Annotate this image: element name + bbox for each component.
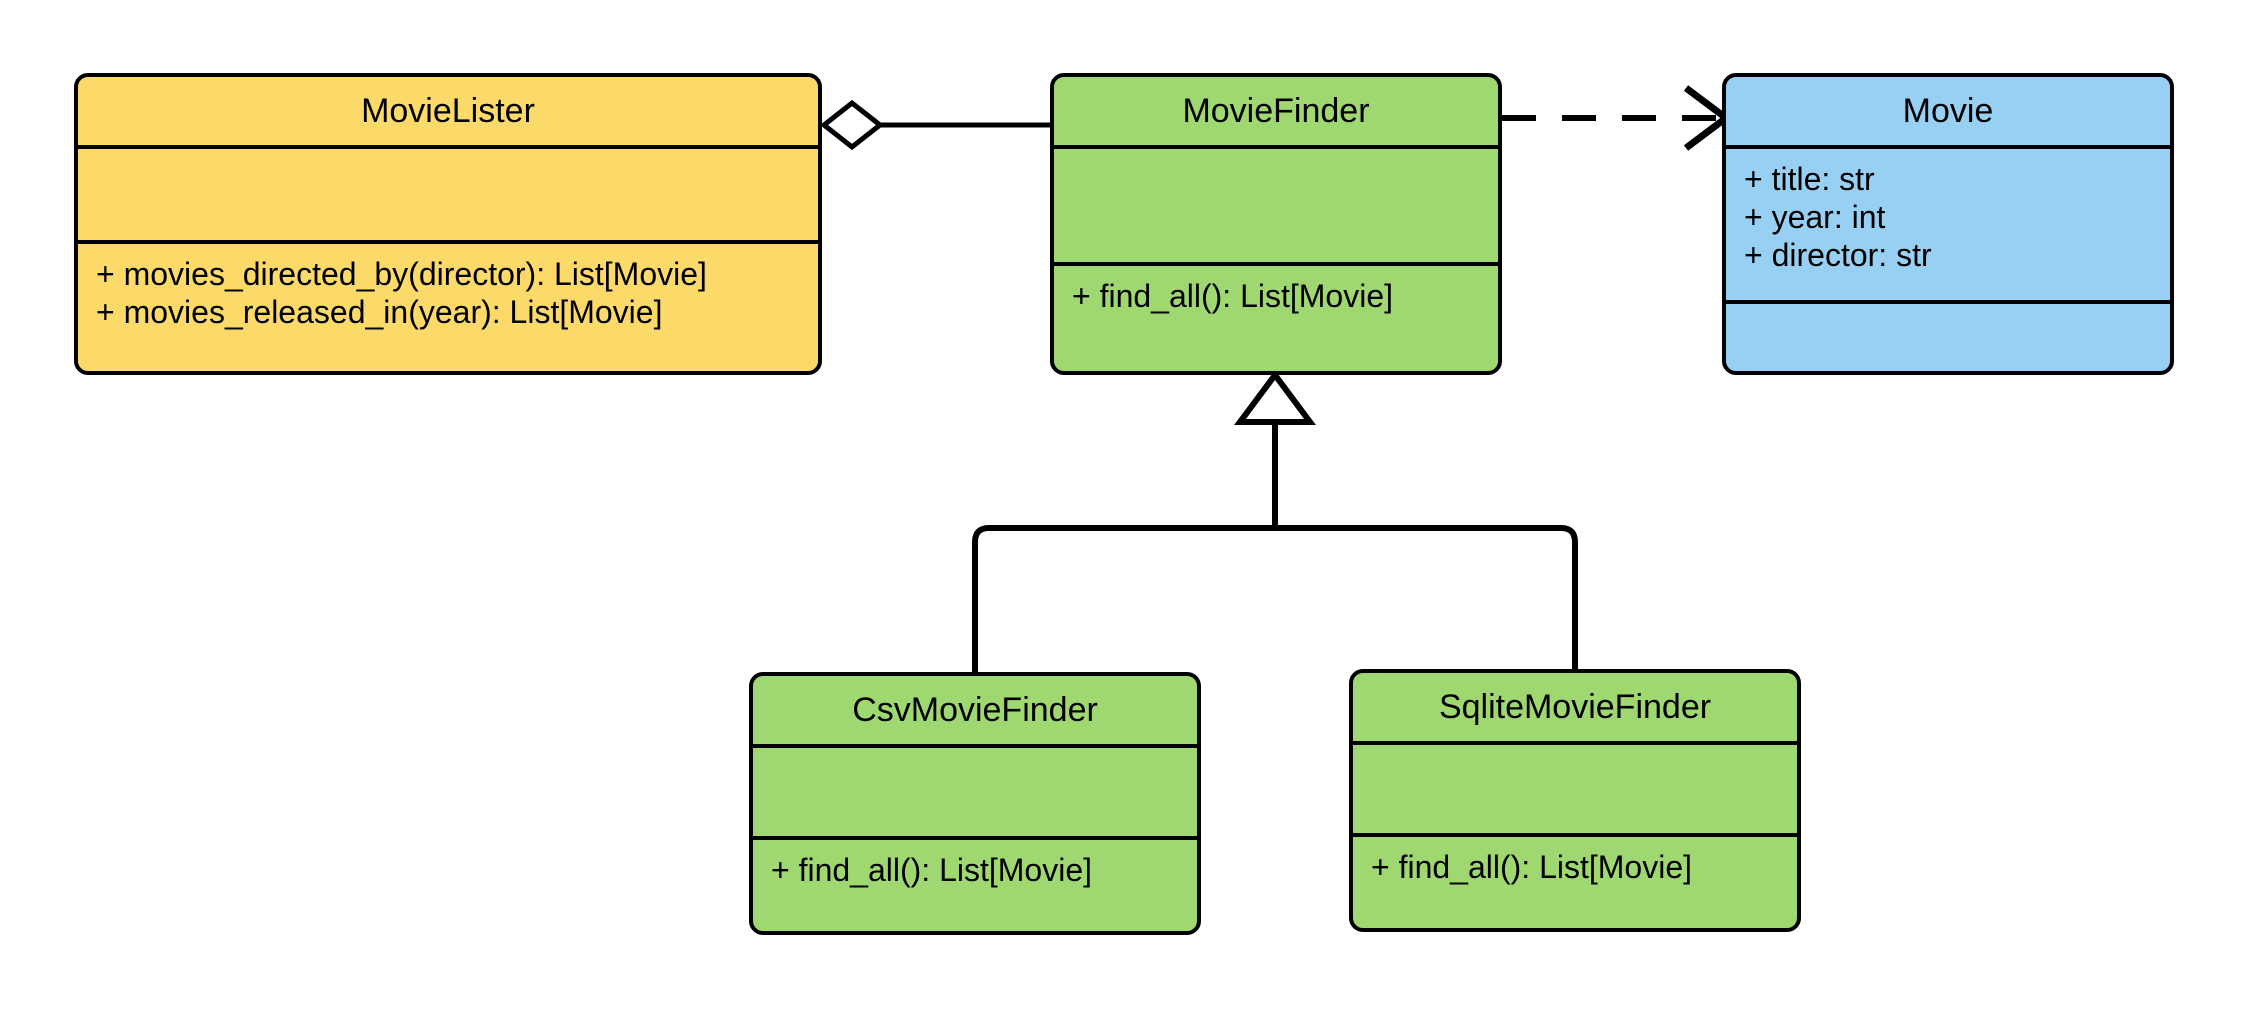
class-box-movie-finder[interactable]: MovieFinder + find_all(): List[Movie] [1050, 73, 1502, 375]
class-attribute: + director: str [1744, 236, 1932, 273]
class-attributes-csv-movie-finder [753, 744, 1197, 836]
aggregation-edge-movielister-moviefinder[interactable] [819, 99, 1050, 151]
class-method: + find_all(): List[Movie] [771, 852, 1093, 888]
class-methods-movie [1726, 300, 2170, 371]
class-methods-movie-lister: + movies_directed_by(director): List[Mov… [78, 240, 818, 371]
hollow-diamond-marker [819, 99, 885, 151]
class-methods-csv-movie-finder: + find_all(): List[Movie] [753, 836, 1197, 931]
class-attributes-movie-lister [78, 145, 818, 240]
class-name-csv-movie-finder: CsvMovieFinder [852, 691, 1098, 729]
class-name-sqlite-movie-finder: SqliteMovieFinder [1438, 688, 1712, 726]
class-name-movie-lister: MovieLister [361, 92, 535, 130]
class-box-movie-lister[interactable]: MovieLister + movies_directed_by(directo… [74, 73, 822, 375]
class-attributes-sqlite-movie-finder [1353, 741, 1797, 833]
class-attributes-movie-finder [1054, 145, 1498, 262]
class-box-csv-movie-finder[interactable]: CsvMovieFinder + find_all(): List[Movie] [749, 672, 1201, 935]
class-method: + movies_directed_by(director): List[Mov… [96, 256, 707, 292]
generalization-edge-subclasses-moviefinder[interactable] [972, 369, 1578, 672]
class-method: + find_all(): List[Movie] [1072, 278, 1394, 314]
class-name-movie: Movie [1902, 92, 1994, 130]
class-attribute: + title: str [1744, 161, 1875, 197]
class-method: + movies_released_in(year): List[Movie] [96, 293, 663, 330]
class-method: + find_all(): List[Movie] [1371, 849, 1693, 885]
class-box-movie[interactable]: Movie + title: str + year: int + directo… [1722, 73, 2174, 375]
class-box-sqlite-movie-finder[interactable]: SqliteMovieFinder + find_all(): List[Mov… [1349, 669, 1801, 932]
dependency-edge-moviefinder-movie[interactable] [1502, 85, 1732, 151]
class-name-movie-finder: MovieFinder [1182, 92, 1370, 130]
class-methods-sqlite-movie-finder: + find_all(): List[Movie] [1353, 833, 1797, 928]
open-arrow-marker [1683, 85, 1732, 151]
class-methods-movie-finder: + find_all(): List[Movie] [1054, 262, 1498, 371]
class-attributes-movie: + title: str + year: int + director: str [1726, 145, 2170, 300]
class-attribute: + year: int [1744, 198, 1886, 235]
hollow-triangle-marker [1234, 369, 1316, 425]
